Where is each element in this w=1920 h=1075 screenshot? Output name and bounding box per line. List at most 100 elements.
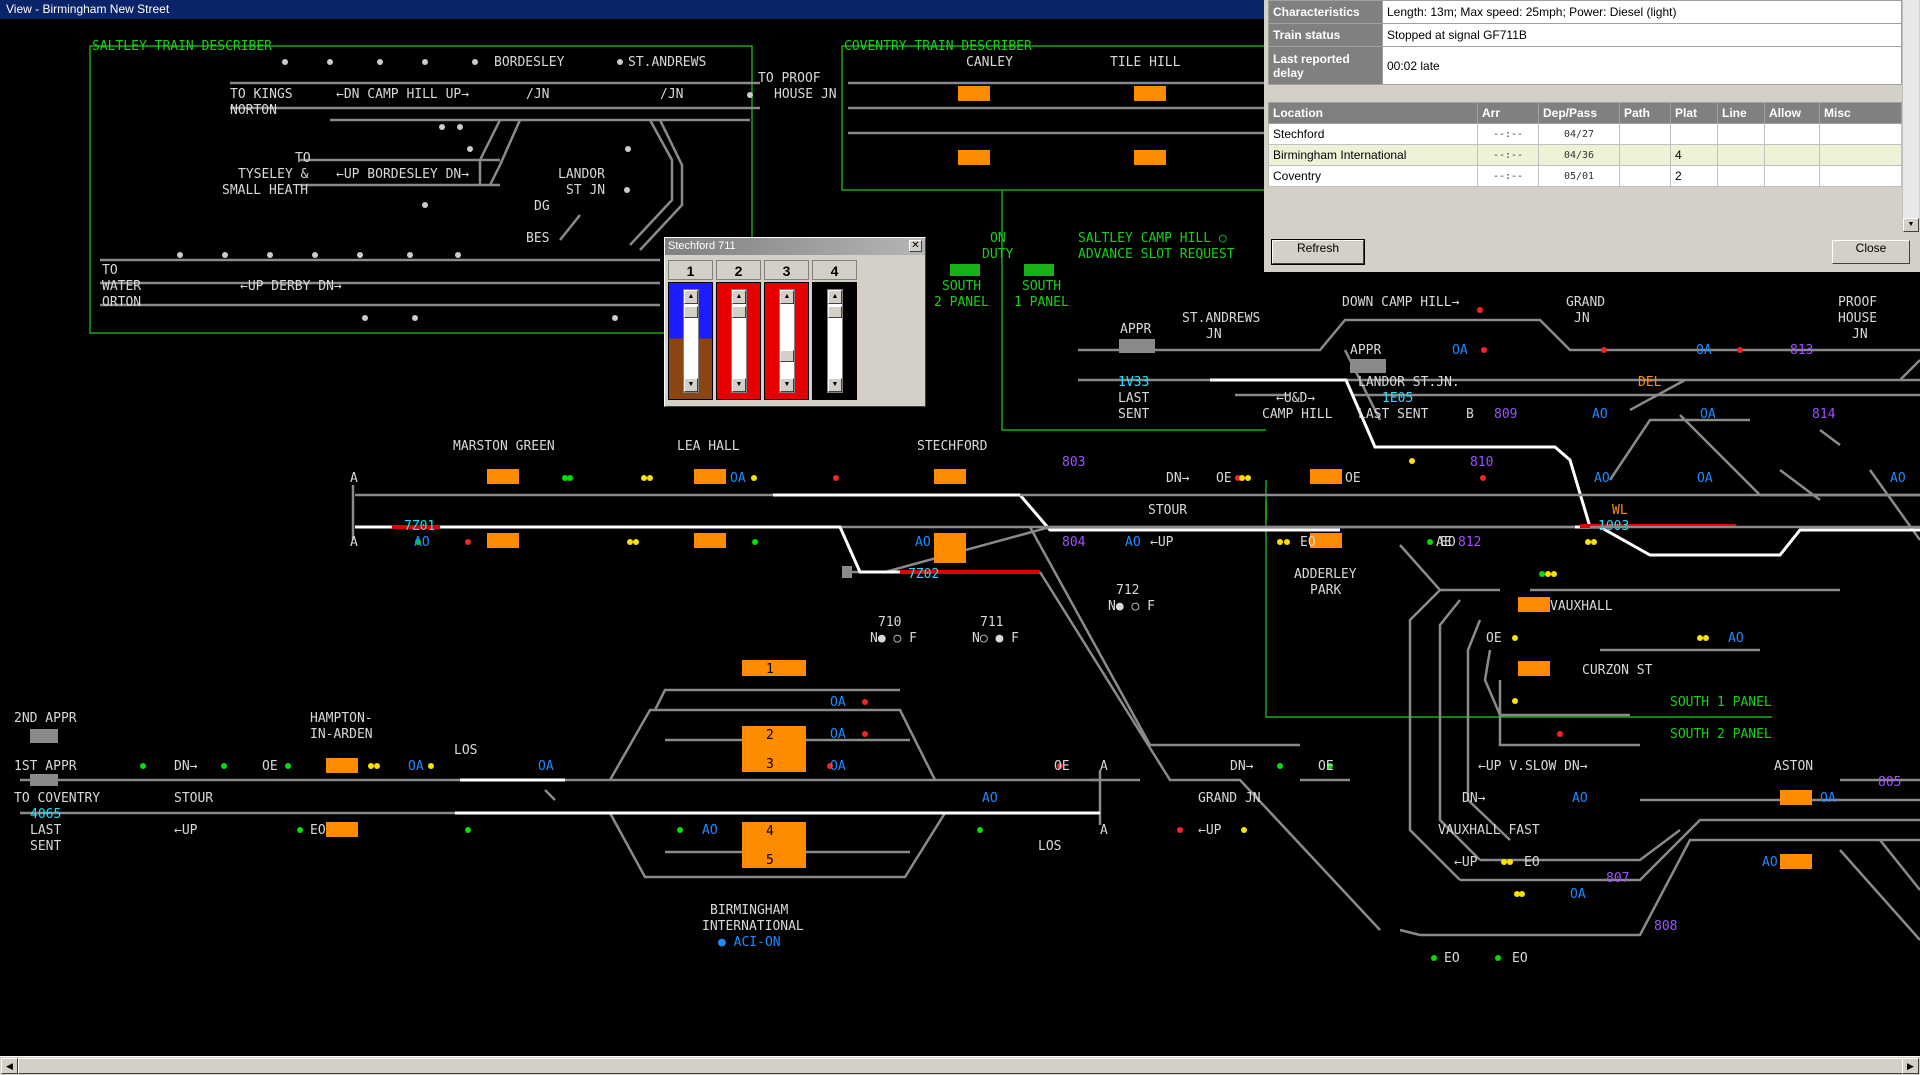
saltley-signals [177, 59, 753, 321]
sig-oa-3: OA [1452, 343, 1468, 358]
scroll-right-icon[interactable]: ▶ [1902, 1058, 1919, 1074]
label-stour-2: STOUR [174, 791, 213, 806]
scroll-up-icon[interactable]: ▲ [732, 290, 746, 304]
sig-ao-11: AO [1890, 471, 1906, 486]
label-south1-b: 1 PANEL [1014, 295, 1069, 310]
label-norton: NORTON [230, 103, 277, 118]
label-dn-1: DN→ [1166, 471, 1190, 486]
signal-window: Stechford 711 ✕ 1 ▲ ▼ 2 ▲ ▼ 3 ▲ [664, 237, 926, 407]
scroll-up-icon[interactable]: ▲ [780, 290, 794, 304]
table-row[interactable]: Stechford --:-- 04/27 [1268, 123, 1902, 145]
aspect-column-1-scrollbar[interactable]: ▲ ▼ [683, 289, 699, 393]
aspect-column-3-scrollbar[interactable]: ▲ ▼ [779, 289, 795, 393]
signal-aspects [140, 307, 1743, 961]
platform-2-3-berth[interactable] [742, 726, 806, 772]
signal-ids: OA AO AO AO AO OA OA OA AO OA OA OA OA A… [262, 343, 1906, 966]
signal-710-nf: N● ○ F [870, 631, 917, 646]
scroll-down-icon[interactable]: ▼ [732, 378, 746, 392]
sig-oa-7: OA [830, 727, 846, 742]
label-proof-house-3: JN [1852, 327, 1868, 342]
aspect-column-1[interactable]: 1 ▲ ▼ [668, 260, 713, 400]
table-row[interactable]: Coventry --:-- 05/01 2 [1268, 165, 1902, 187]
close-button[interactable]: Close [1832, 240, 1910, 264]
coventry-berth-2[interactable] [1134, 86, 1166, 101]
signalling-diagram: SALTLEY TRAIN DESCRIBER BORDESLEY ST.AND… [14, 39, 1920, 966]
col-misc: Misc [1819, 102, 1902, 124]
col-location: Location [1268, 102, 1478, 124]
platform-1-berth[interactable] [742, 660, 806, 676]
berth-812: 812 [1458, 535, 1481, 550]
label-to: TO [295, 151, 311, 166]
label-south1-panel: SOUTH 1 PANEL [1670, 695, 1772, 710]
cell-location: Stechford [1268, 123, 1478, 145]
scroll-down-icon[interactable]: ▼ [1903, 218, 1919, 232]
saltley-td-title: SALTLEY TRAIN DESCRIBER [92, 39, 272, 54]
aspect-column-2-body: ▲ ▼ [716, 282, 761, 400]
sig-ao-3: AO [1125, 535, 1141, 550]
saltley-tracks [100, 81, 760, 307]
scroll-thumb-4[interactable] [828, 306, 842, 318]
coventry-td-title: COVENTRY TRAIN DESCRIBER [844, 39, 1032, 54]
sig-ao-4: AO [1594, 471, 1610, 486]
scroll-thumb[interactable] [18, 1058, 1903, 1074]
label-to-coventry: TO COVENTRY [14, 791, 100, 806]
label-a-1: A [350, 471, 358, 486]
col-plat: Plat [1670, 102, 1718, 124]
label-sent-1: SENT [1118, 407, 1149, 422]
coventry-tracks [848, 81, 1264, 135]
scroll-left-icon[interactable]: ◀ [1, 1058, 18, 1074]
scroll-thumb-2[interactable] [732, 306, 746, 318]
aspect-column-4-body: ▲ ▼ [812, 282, 857, 400]
aspect-column-4[interactable]: 4 ▲ ▼ [812, 260, 857, 400]
scroll-down-icon[interactable]: ▼ [684, 378, 698, 392]
label-sent-2: SENT [30, 839, 61, 854]
scroll-down-icon[interactable]: ▼ [780, 378, 794, 392]
scroll-up-icon[interactable]: ▲ [828, 290, 842, 304]
aspect-column-3[interactable]: 3 ▲ ▼ [764, 260, 809, 400]
label-down-camp-hill: DOWN CAMP HILL→ [1342, 295, 1460, 310]
label-canley: CANLEY [966, 55, 1013, 70]
label-vauxhall-fast: VAUXHALL FAST [1438, 823, 1540, 838]
sig-eo-2: EO [1440, 535, 1456, 550]
coventry-berth-1[interactable] [958, 86, 990, 101]
platform-4-5-berth[interactable] [742, 822, 806, 868]
sig-ao-1: AO [414, 535, 430, 550]
appr-indicator-2 [1350, 359, 1386, 373]
aspect-column-4-scrollbar[interactable]: ▲ ▼ [827, 289, 843, 393]
sig-oe-4: OE [262, 759, 278, 774]
coventry-berth-4[interactable] [1134, 150, 1166, 165]
col-arr: Arr [1477, 102, 1539, 124]
label-last-sent-b: LAST SENT [1358, 407, 1429, 422]
signal-window-title-text: Stechford 711 [668, 240, 736, 252]
aspect-column-2[interactable]: 2 ▲ ▼ [716, 260, 761, 400]
scroll-down-icon[interactable]: ▼ [828, 378, 842, 392]
label-up-2: ←UP [174, 823, 198, 838]
scroll-up-icon[interactable]: ▲ [684, 290, 698, 304]
label-last-1: LAST [1118, 391, 1149, 406]
label-to-water: TO [102, 263, 118, 278]
label-a-4: A [1100, 823, 1108, 838]
scroll-thumb-3[interactable] [780, 350, 794, 362]
label-1st-appr: 1ST APPR [14, 759, 77, 774]
scroll-thumb-1[interactable] [684, 306, 698, 318]
last-delay-value: 00:02 late [1382, 46, 1902, 85]
headcode-7z02: 7Z02 [908, 567, 939, 582]
berth-809: 809 [1494, 407, 1517, 422]
label-curzon-st: CURZON ST [1582, 663, 1653, 678]
col-path: Path [1619, 102, 1671, 124]
info-vertical-scrollbar[interactable]: ▼ [1902, 0, 1919, 232]
label-bhx-1: BIRMINGHAM [710, 903, 788, 918]
aspect-column-2-scrollbar[interactable]: ▲ ▼ [731, 289, 747, 393]
cell-allow [1764, 123, 1820, 145]
horizontal-scrollbar[interactable]: ◀ ▶ [0, 1056, 1920, 1075]
close-icon[interactable]: ✕ [909, 240, 922, 252]
cell-arr: --:-- [1477, 144, 1539, 166]
label-appr-2: APPR [1350, 343, 1381, 358]
label-advance-slot: ADVANCE SLOT REQUEST [1078, 247, 1235, 262]
sig-oa-1: OA [730, 471, 746, 486]
col-dep: Dep/Pass [1538, 102, 1620, 124]
refresh-button[interactable]: Refresh [1271, 239, 1365, 265]
signal-711-nf: N○ ● F [972, 631, 1019, 646]
coventry-berth-3[interactable] [958, 150, 990, 165]
table-row[interactable]: Birmingham International --:-- 04/36 4 [1268, 144, 1902, 166]
